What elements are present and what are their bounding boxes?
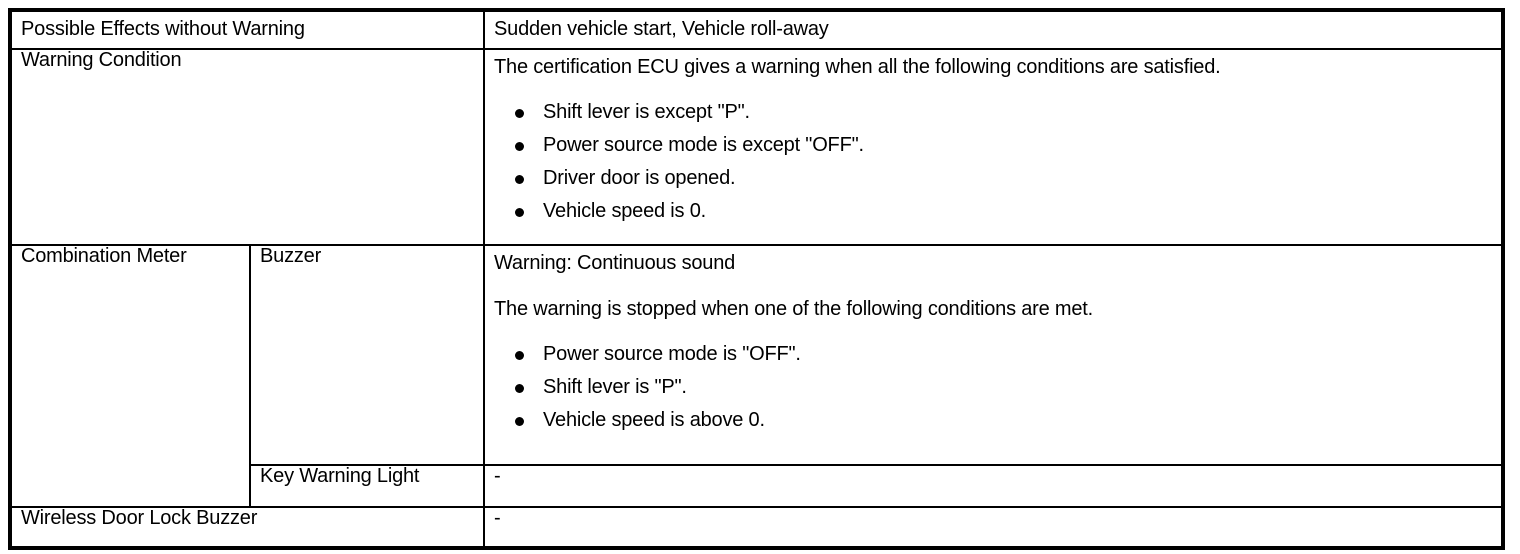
list-item-text: Power source mode is "OFF".	[543, 343, 801, 365]
bullet-icon	[515, 384, 524, 393]
warning-condition-intro: The certification ECU gives a warning wh…	[494, 56, 1221, 78]
row-sublabel-buzzer: Buzzer	[249, 244, 485, 466]
possible-effects-value: Sudden vehicle start, Vehicle roll-away	[494, 18, 829, 40]
bullet-icon	[515, 351, 524, 360]
list-item: Shift lever is except "P".	[515, 96, 1494, 129]
list-item-text: Power source mode is except "OFF".	[543, 134, 864, 156]
possible-effects-label: Possible Effects without Warning	[21, 18, 305, 40]
spacer	[494, 77, 1494, 96]
list-item: Power source mode is "OFF".	[515, 338, 1494, 371]
table-row-combination-meter-buzzer: Combination Meter Buzzer Warning: Contin…	[9, 244, 1504, 508]
spacer	[494, 273, 1494, 299]
key-warning-light-label: Key Warning Light	[260, 465, 420, 487]
buzzer-bullet-list: Power source mode is "OFF". Shift lever …	[494, 338, 1494, 437]
row-value-warning-condition: The certification ECU gives a warning wh…	[483, 48, 1504, 246]
row-label-possible-effects: Possible Effects without Warning	[9, 9, 485, 50]
list-item-text: Vehicle speed is above 0.	[543, 409, 765, 431]
bullet-icon	[515, 175, 524, 184]
row-label-warning-condition: Warning Condition	[9, 48, 485, 246]
buzzer-stop-condition-intro: The warning is stopped when one of the f…	[494, 298, 1093, 320]
list-item: Shift lever is "P".	[515, 371, 1494, 404]
bullet-icon	[515, 109, 524, 118]
bullet-icon	[515, 142, 524, 151]
wireless-door-lock-buzzer-label: Wireless Door Lock Buzzer	[21, 507, 258, 529]
bullet-icon	[515, 417, 524, 426]
warning-specification-table: Possible Effects without Warning Sudden …	[8, 8, 1505, 550]
row-label-wireless-door-lock-buzzer: Wireless Door Lock Buzzer	[9, 506, 485, 549]
list-item: Driver door is opened.	[515, 162, 1494, 195]
list-item: Power source mode is except "OFF".	[515, 129, 1494, 162]
buzzer-label: Buzzer	[260, 245, 322, 267]
key-warning-light-value: -	[494, 465, 501, 487]
spacer	[494, 319, 1494, 338]
row-label-combination-meter: Combination Meter	[9, 244, 251, 508]
warning-condition-label: Warning Condition	[21, 49, 182, 71]
buzzer-warning-sound-text: Warning: Continuous sound	[494, 252, 736, 274]
list-item-text: Driver door is opened.	[543, 167, 736, 189]
table-row-possible-effects: Possible Effects without Warning Sudden …	[9, 9, 1504, 50]
table-row-warning-condition: Warning Condition The certification ECU …	[9, 48, 1504, 246]
bullet-icon	[515, 208, 524, 217]
warning-condition-bullet-list: Shift lever is except "P". Power source …	[494, 96, 1494, 228]
list-item-text: Shift lever is except "P".	[543, 101, 750, 123]
list-item: Vehicle speed is 0.	[515, 195, 1494, 228]
row-value-wireless-door-lock-buzzer: -	[483, 506, 1504, 549]
row-value-possible-effects: Sudden vehicle start, Vehicle roll-away	[483, 9, 1504, 50]
row-sublabel-key-warning-light: Key Warning Light	[249, 464, 485, 508]
list-item: Vehicle speed is above 0.	[515, 404, 1494, 437]
wireless-door-lock-buzzer-value: -	[494, 507, 501, 529]
table-row-key-warning-light: Key Warning Light -	[10, 464, 1504, 508]
row-value-buzzer: Warning: Continuous sound The warning is…	[483, 244, 1504, 466]
list-item-text: Shift lever is "P".	[543, 376, 687, 398]
combination-meter-label: Combination Meter	[21, 245, 187, 267]
list-item-text: Vehicle speed is 0.	[543, 200, 706, 222]
row-value-key-warning-light: -	[483, 464, 1504, 508]
table-row-wireless-door-lock-buzzer: Wireless Door Lock Buzzer -	[9, 506, 1504, 549]
